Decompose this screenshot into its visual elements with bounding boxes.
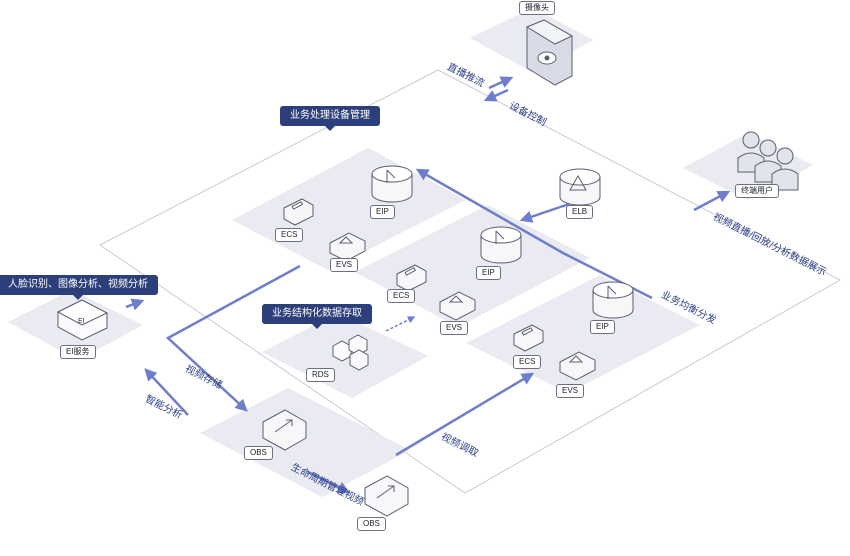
ecs-label-2: ECS xyxy=(387,289,416,303)
obs-icon xyxy=(262,409,409,517)
camera-label: 摄像头 xyxy=(519,1,555,15)
evs-label-1: EVS xyxy=(330,258,359,272)
elb-link xyxy=(519,201,573,223)
control-arrow xyxy=(483,88,509,102)
svg-text:EI: EI xyxy=(78,318,85,325)
eip-label-1: EIP xyxy=(370,205,395,219)
rds-icon xyxy=(332,334,369,371)
evs-label-3: EVS xyxy=(556,384,585,398)
ecs-icon xyxy=(283,198,544,352)
end-user-label: 终端用户 xyxy=(735,184,779,198)
rds-label: RDS xyxy=(306,368,335,382)
lifecycle-arrow xyxy=(307,470,351,494)
display-arrow xyxy=(693,190,731,212)
obs-label-2: OBS xyxy=(357,517,386,531)
ecs-label-1: ECS xyxy=(275,228,304,242)
smart-arrow xyxy=(144,368,189,416)
ei-icon: EI xyxy=(56,299,109,341)
evs-icon xyxy=(329,232,596,381)
eip-icon xyxy=(371,165,634,319)
structured-storage-callout: 业务结构化数据存取 xyxy=(262,304,372,329)
obs-panel xyxy=(200,388,410,497)
ei-service-label: EI服务 xyxy=(60,345,96,359)
elb-icon xyxy=(559,168,601,206)
elb-label: ELB xyxy=(566,205,594,219)
fetch-path xyxy=(395,372,535,457)
ei-arrow xyxy=(125,298,145,311)
ecs-label-3: ECS xyxy=(513,355,542,369)
storage-path xyxy=(165,264,301,412)
obs-label-1: OBS xyxy=(244,446,273,460)
evs-label-2: EVS xyxy=(440,321,469,335)
panels xyxy=(8,8,813,497)
eip-label-2: EIP xyxy=(476,266,501,280)
business-mgmt-callout: 业务处理设备管理 xyxy=(280,106,380,131)
face-analysis-callout: 人脸识别、图像分析、视频分析 xyxy=(0,275,158,300)
rds-link xyxy=(385,316,416,332)
push-arrow xyxy=(488,76,514,90)
camera-device xyxy=(525,19,574,86)
eip-label-3: EIP xyxy=(590,320,615,334)
